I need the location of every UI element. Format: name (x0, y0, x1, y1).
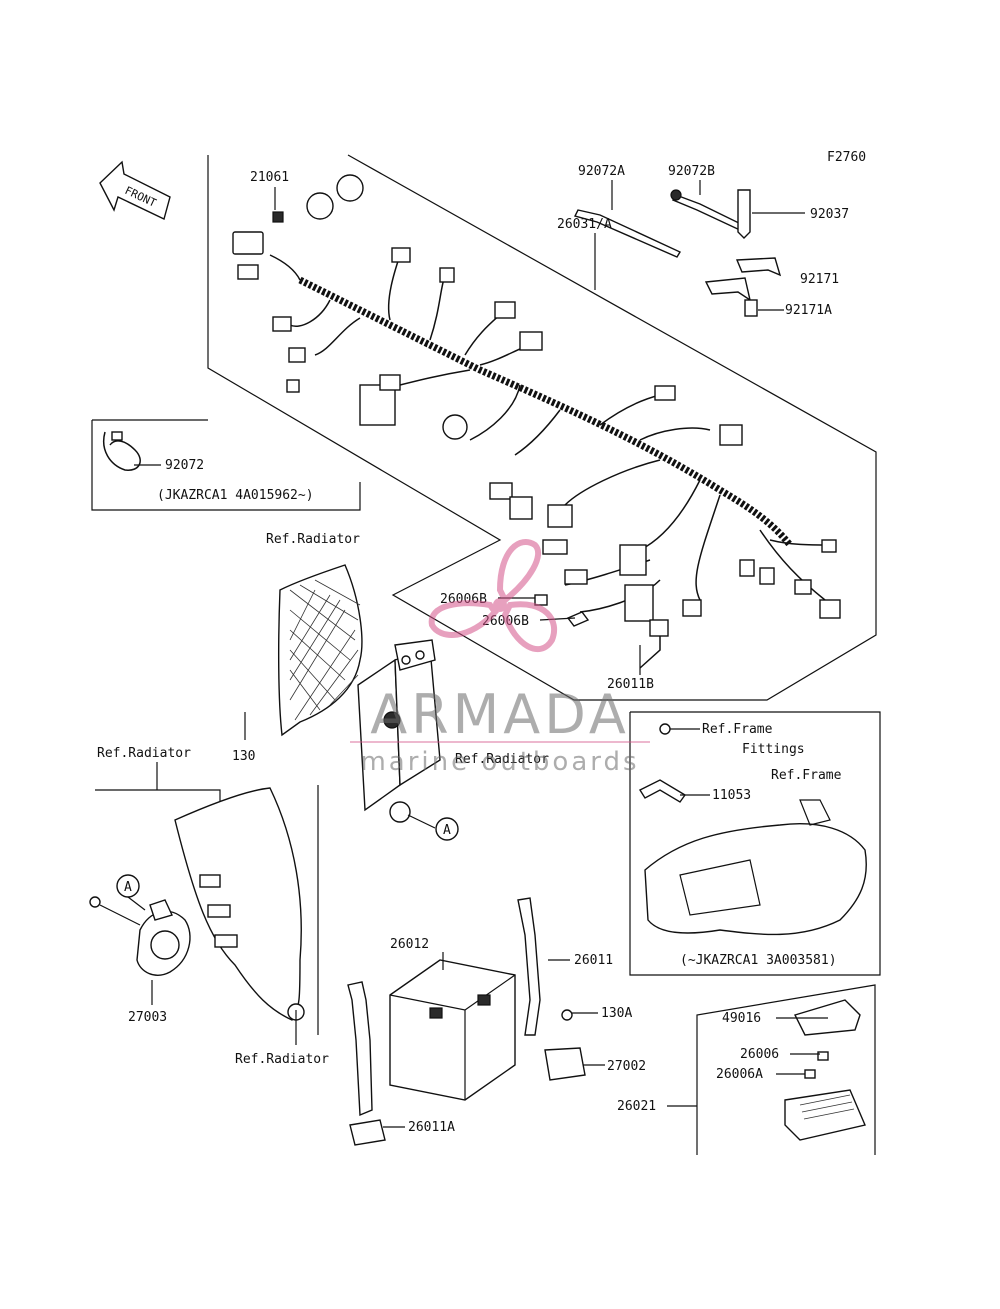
label-92072: 92072 (165, 458, 204, 473)
figure-code: F2760 (827, 150, 866, 165)
ref-radiator-mid: Ref.Radiator (455, 752, 549, 767)
label-26006A: 26006A (716, 1067, 763, 1082)
label-92037: 92037 (810, 207, 849, 222)
ref-radiator-left: Ref.Radiator (97, 746, 191, 761)
label-26031A: 26031/A (557, 217, 612, 232)
label-92171: 92171 (800, 272, 839, 287)
battery-26012 (389, 959, 516, 1101)
svg-text:A: A (124, 880, 132, 895)
label-26011A: 26011A (408, 1120, 455, 1135)
harness-panel-outline (207, 154, 877, 701)
svg-text:A: A (443, 823, 451, 838)
label-27003: 27003 (128, 1010, 167, 1025)
label-21061: 21061 (250, 170, 289, 185)
harness-connectors (232, 174, 841, 637)
watermark-tagline: marine outboards (360, 747, 639, 777)
label-49016: 49016 (722, 1011, 761, 1026)
label-26006: 26006 (740, 1047, 779, 1062)
watermark: ARMADA marine outboards (350, 539, 650, 777)
battery-cables (347, 897, 586, 1146)
label-130A: 130A (601, 1006, 632, 1021)
radiator-tank (357, 639, 441, 823)
callout-a-2: A (116, 874, 140, 898)
leader-lines (127, 180, 828, 1128)
ref-radiator-bottom: Ref.Radiator (235, 1052, 329, 1067)
propeller-logo-icon (428, 539, 558, 653)
small-parts-top-right (573, 189, 782, 317)
label-27002: 27002 (607, 1059, 646, 1074)
clamp-92072-box (91, 419, 361, 511)
radiator-cover-lower (95, 762, 319, 1035)
watermark-brand: ARMADA (370, 683, 630, 746)
label-11053: 11053 (712, 788, 751, 803)
label-26011B: 26011B (607, 677, 654, 692)
label-26021: 26021 (617, 1099, 656, 1114)
ref-frame: Ref.Frame (771, 768, 842, 783)
horn-27003 (89, 875, 191, 976)
label-92171A: 92171A (785, 303, 832, 318)
front-arrow-icon: FRONT (99, 160, 171, 220)
vin-note-lower: (~JKAZRCA1 3A003581) (680, 953, 837, 968)
callout-a-1: A (435, 817, 459, 841)
ref-radiator-top: Ref.Radiator (266, 532, 360, 547)
radiator-shroud (277, 564, 363, 737)
frame-fittings-box (629, 711, 881, 976)
ref-frame-fittings-line1: Ref.Frame (702, 722, 773, 737)
label-26011: 26011 (574, 953, 613, 968)
label-92072A: 92072A (578, 164, 625, 179)
label-92072B: 92072B (668, 164, 715, 179)
label-26012: 26012 (390, 937, 429, 952)
vin-note-upper: (JKAZRCA1 4A015962~) (157, 488, 314, 503)
ref-frame-fittings-line2: Fittings (742, 742, 805, 757)
label-130: 130 (232, 749, 255, 764)
